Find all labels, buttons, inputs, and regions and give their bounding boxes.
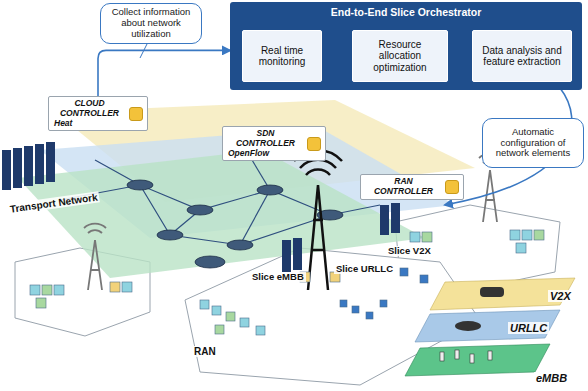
box-title: End-to-End Slice Orchestrator [331, 6, 482, 18]
controller-icon [445, 180, 459, 194]
callout-box: Automatic configuration of network eleme… [482, 118, 584, 168]
box-title: SDN CONTROLLER [228, 129, 303, 149]
server-racks [2, 142, 400, 272]
controller-icon [307, 137, 321, 151]
box-subtitle: Heat [54, 119, 72, 129]
process-box: Real time monitoring [242, 30, 322, 82]
diagram-label: RAN [192, 346, 218, 357]
box-title: Resource allocation optimization [357, 39, 443, 74]
controller-box: RAN CONTROLLER [360, 174, 464, 200]
process-box: Data analysis and feature extraction [472, 30, 572, 82]
box-title: CLOUD CONTROLLER [54, 99, 125, 119]
v2x-layer [430, 278, 575, 310]
car-symbol [480, 287, 504, 297]
box-subtitle: OpenFlow [228, 149, 269, 159]
diagram-label: V2X [548, 290, 573, 302]
diagram-label: Slice V2X [386, 246, 433, 256]
diagram-label: Slice eMBB [250, 272, 306, 282]
box-title: Automatic configuration of network eleme… [489, 127, 577, 160]
device-symbols [440, 350, 492, 363]
box-title: Real time monitoring [247, 45, 317, 68]
diagram-label: URLLC [508, 322, 549, 334]
transport-plane [18, 150, 425, 278]
orchestrator-panel: End-to-End Slice OrchestratorReal time m… [230, 2, 582, 90]
box-title: Collect information about network utiliz… [107, 7, 195, 40]
embb-layer [405, 344, 550, 376]
diagram-label: Slice URLLC [334, 264, 395, 274]
controller-box: CLOUD CONTROLLERHeat [48, 96, 148, 131]
controller-icon [129, 107, 143, 121]
callout-box: Collect information about network utiliz… [100, 3, 202, 44]
drone-symbol [455, 321, 481, 331]
transport-links [60, 140, 380, 245]
controller-box: SDN CONTROLLEROpenFlow [222, 126, 326, 161]
box-title: Data analysis and feature extraction [477, 45, 567, 68]
diagram-label: eMBB [534, 372, 569, 384]
process-box: Resource allocation optimization [352, 30, 448, 82]
urllc-layer [415, 310, 560, 342]
cell-tower [84, 154, 501, 290]
flow-arrow [98, 50, 230, 96]
box-title: RAN CONTROLLER [366, 177, 441, 197]
